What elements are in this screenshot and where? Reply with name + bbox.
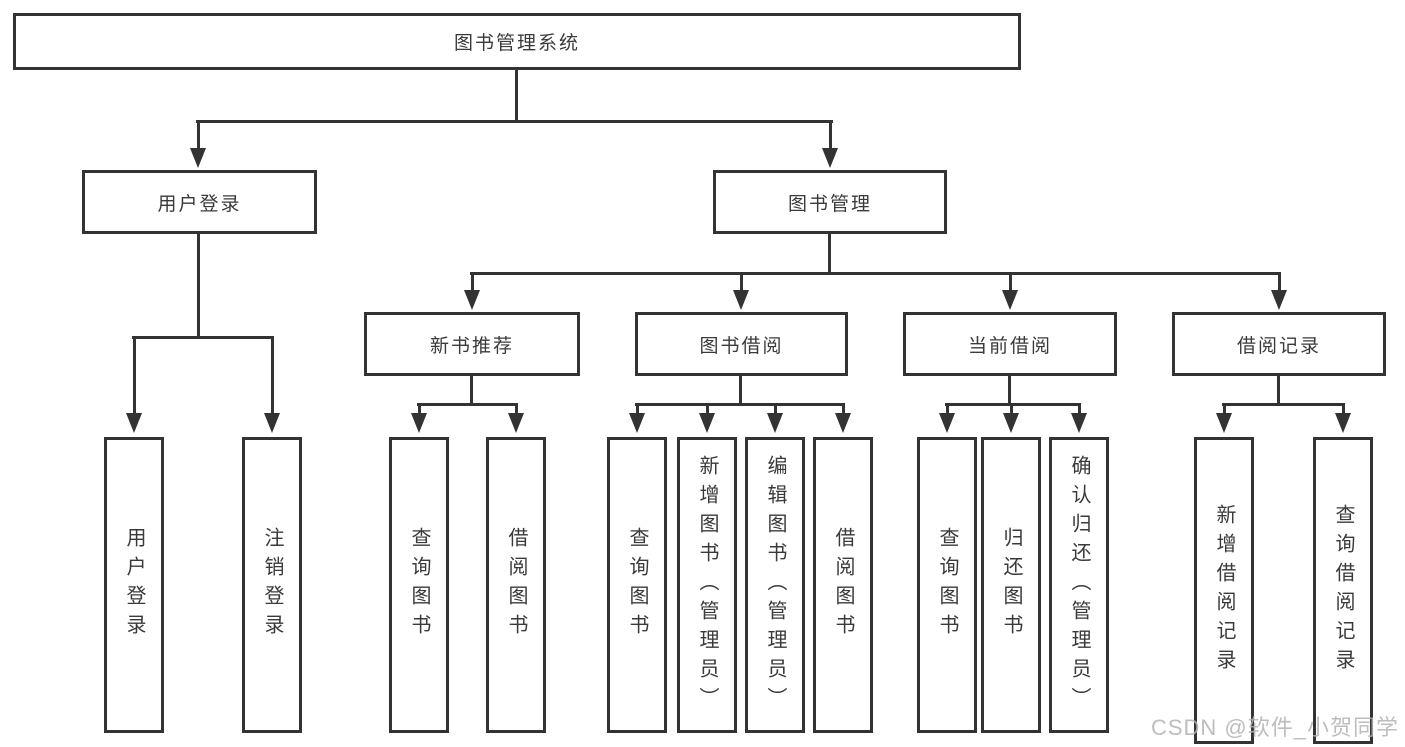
connector-line [1008, 376, 1011, 406]
connector-line [470, 272, 1281, 275]
connector-arrow-stem [774, 404, 777, 417]
node-book-borrowing: 图书借阅 [635, 312, 848, 376]
leaf-logout: 注销登录 [242, 437, 302, 733]
connector-arrow-stem [197, 120, 200, 152]
connector-line [470, 376, 473, 406]
leaf-bb-borrow-books: 借阅图书 [813, 437, 873, 733]
node-new-book-recommend: 新书推荐 [364, 312, 580, 376]
connector-arrow-stem [1010, 404, 1013, 417]
arrow-down-icon [835, 413, 851, 433]
leaf-cb-confirm-return: 确认归还（管理员） [1049, 437, 1109, 733]
connector-arrow-stem [1223, 404, 1226, 417]
arrow-down-icon [939, 413, 955, 433]
csdn-watermark: CSDN @软件_小贺同学 [1150, 715, 1399, 740]
arrow-down-icon [264, 413, 280, 433]
node-user-login: 用户登录 [82, 170, 317, 234]
connector-arrow-stem [946, 404, 949, 417]
connector-line [417, 403, 518, 406]
arrow-down-icon [629, 413, 645, 433]
connector-arrow-stem [471, 273, 474, 294]
leaf-br-query-record: 查询借阅记录 [1313, 437, 1373, 744]
arrow-down-icon [699, 413, 715, 433]
connector-line [1222, 403, 1345, 406]
arrow-down-icon [1003, 413, 1019, 433]
connector-arrow-stem [1009, 273, 1012, 294]
connector-line [196, 120, 833, 123]
arrow-down-icon [733, 290, 749, 310]
connector-line [739, 376, 742, 406]
connector-arrow-stem [706, 404, 709, 417]
connector-line [132, 336, 274, 339]
connector-arrow-stem [1342, 404, 1345, 417]
node-current-borrowing: 当前借阅 [903, 312, 1117, 376]
arrow-down-icon [190, 148, 206, 168]
leaf-br-add-record: 新增借阅记录 [1194, 437, 1254, 744]
leaf-bb-add-books: 新增图书（管理员） [677, 437, 737, 733]
arrow-down-icon [1271, 290, 1287, 310]
connector-arrow-stem [133, 337, 136, 417]
connector-line [1277, 376, 1280, 406]
connector-arrow-stem [271, 337, 274, 417]
connector-line [197, 234, 200, 339]
arrow-down-icon [411, 413, 427, 433]
arrow-down-icon [464, 290, 480, 310]
arrow-down-icon [126, 413, 142, 433]
leaf-cb-query-books: 查询图书 [917, 437, 977, 733]
root-box: 图书管理系统 [13, 13, 1021, 70]
arrow-down-icon [508, 413, 524, 433]
arrow-down-icon [1216, 413, 1232, 433]
leaf-bb-query-books: 查询图书 [607, 437, 667, 733]
connector-arrow-stem [515, 404, 518, 417]
connector-arrow-stem [418, 404, 421, 417]
leaf-bb-edit-books: 编辑图书（管理员） [745, 437, 805, 733]
arrow-down-icon [1002, 290, 1018, 310]
leaf-cb-return-books: 归还图书 [981, 437, 1041, 733]
connector-arrow-stem [829, 120, 832, 152]
connector-arrow-stem [740, 273, 743, 294]
arrow-down-icon [822, 148, 838, 168]
leaf-nb-query-books: 查询图书 [389, 437, 449, 733]
connector-line [945, 403, 1081, 406]
arrow-down-icon [1335, 413, 1351, 433]
connector-arrow-stem [1078, 404, 1081, 417]
arrow-down-icon [1071, 413, 1087, 433]
leaf-nb-borrow-books: 借阅图书 [486, 437, 546, 733]
arrow-down-icon [767, 413, 783, 433]
connector-line [635, 403, 845, 406]
node-borrowing-records: 借阅记录 [1172, 312, 1386, 376]
connector-arrow-stem [842, 404, 845, 417]
node-book-management: 图书管理 [713, 170, 947, 234]
leaf-user-login: 用户登录 [104, 437, 164, 733]
connector-arrow-stem [1278, 273, 1281, 294]
connector-arrow-stem [636, 404, 639, 417]
connector-line [515, 70, 518, 122]
connector-line [828, 234, 831, 275]
